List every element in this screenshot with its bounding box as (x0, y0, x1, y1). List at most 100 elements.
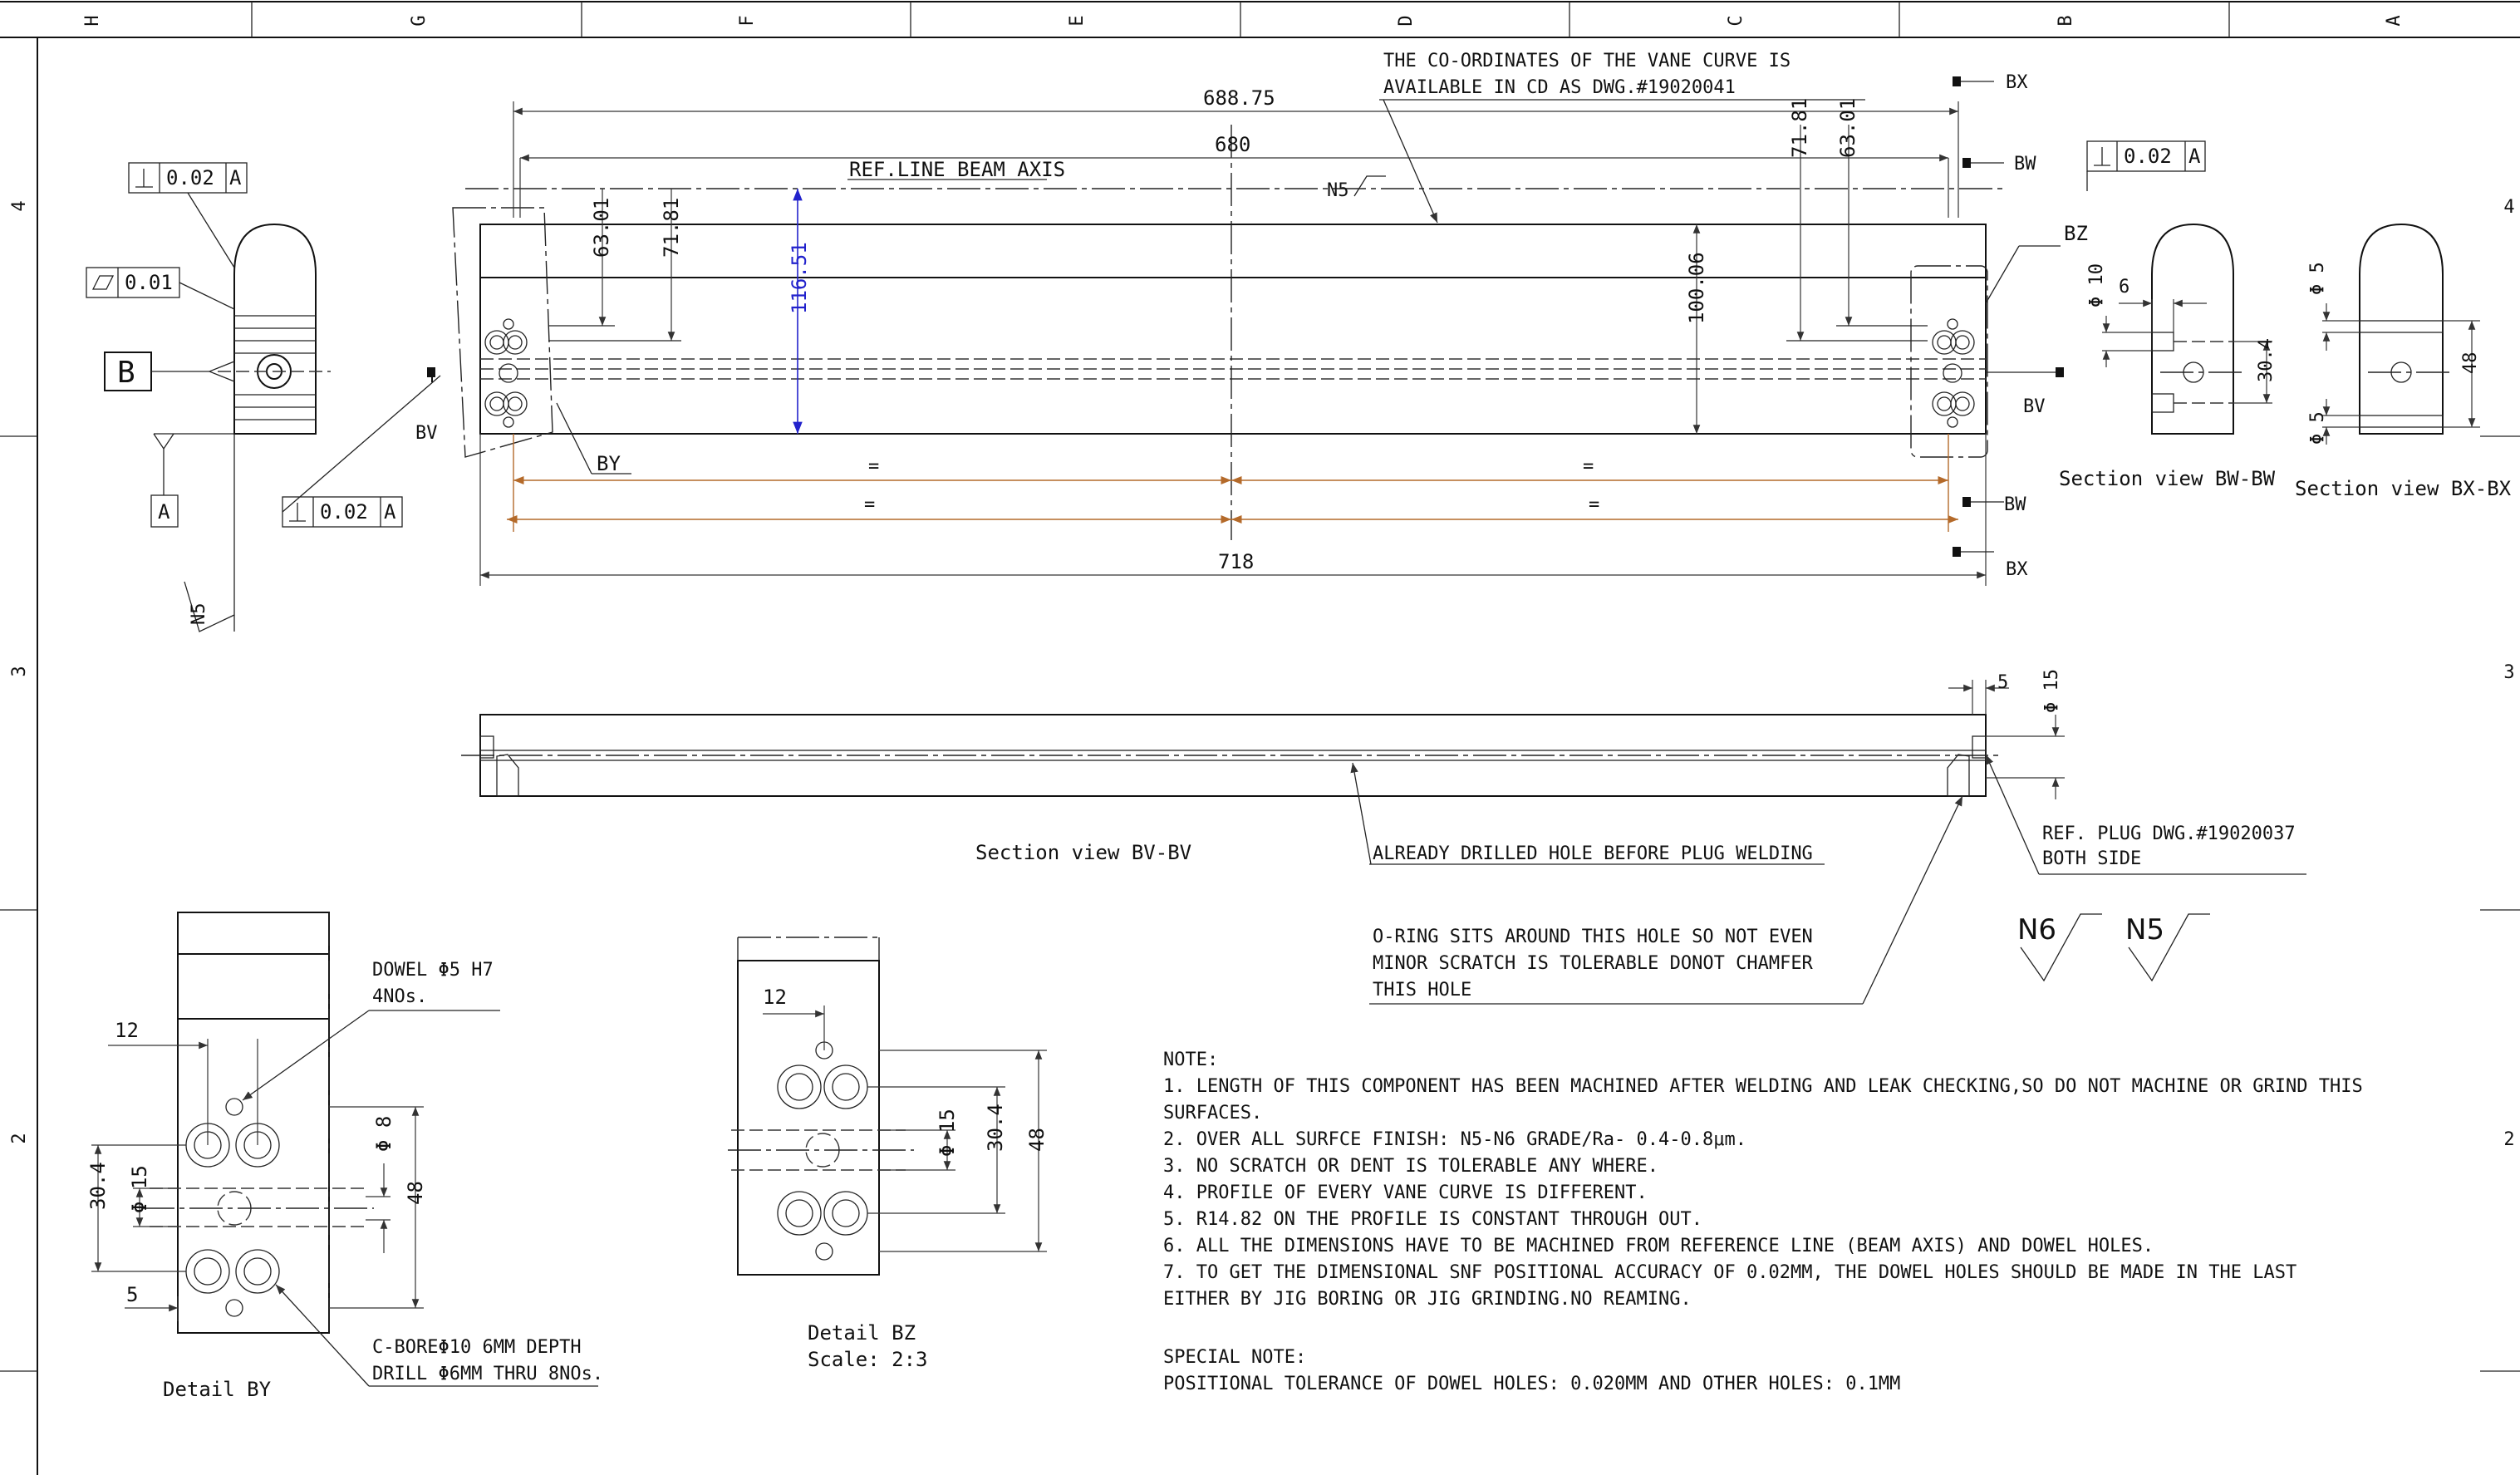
flatness-value: 0.01 (125, 271, 173, 294)
label-by: BY (597, 452, 621, 475)
main-finish-n5: N5 (1327, 180, 1349, 201)
column-label-g: G (409, 15, 430, 26)
row-label-4-right: 4 (2503, 197, 2514, 218)
column-label-f: F (737, 15, 758, 26)
datum-a-label: A (158, 500, 170, 524)
note-line-7: 6. ALL THE DIMENSIONS HAVE TO BE MACHINE… (1163, 1236, 2154, 1256)
column-label-h: H (82, 15, 103, 26)
by-cbore-note-2: DRILL Φ6MM THRU 8NOs. (372, 1364, 603, 1384)
eq-top-left: = (868, 456, 879, 477)
note-line-4: 3. NO SCRATCH OR DENT IS TOLERABLE ANY W… (1163, 1156, 1658, 1177)
perp-datum-left-bottom: A (384, 500, 396, 524)
marker-bv-left: BV (415, 423, 438, 444)
finish-symbol-n5: N5 (2125, 913, 2164, 946)
marker-bv-right: BV (2023, 396, 2046, 417)
note-line-5: 4. PROFILE OF EVERY VANE CURVE IS DIFFER… (1163, 1182, 1648, 1203)
bw-perp-value: 0.02 (2124, 145, 2172, 168)
row-label-2-left: 2 (9, 1133, 30, 1143)
notes-heading: NOTE: (1163, 1050, 1218, 1070)
bz-dim-30-4: 30.4 (984, 1104, 1007, 1152)
by-dim-5: 5 (126, 1283, 138, 1306)
note-line-6: 5. R14.82 ON THE PROFILE IS CONSTANT THR… (1163, 1209, 1702, 1230)
note-line-9: EITHER BY JIG BORING OR JIG GRINDING.NO … (1163, 1289, 1692, 1310)
dim-680: 680 (1215, 133, 1250, 156)
bv-note-plug-2: BOTH SIDE (2042, 848, 2141, 869)
by-dim-12: 12 (115, 1019, 139, 1042)
dim-718: 718 (1218, 550, 1254, 573)
row-label-4-left: 4 (9, 200, 30, 211)
bz-dim-48: 48 (1025, 1128, 1049, 1152)
bw-dim-6: 6 (2119, 277, 2129, 297)
bz-dim-phi15: Φ 15 (936, 1109, 959, 1157)
detail-bz-title: Detail BZ (808, 1321, 916, 1345)
bv-dim-5: 5 (1997, 672, 2008, 693)
by-dim-phi15: Φ 15 (128, 1165, 151, 1213)
datum-b-label: B (117, 356, 135, 390)
dim-116-51: 116.51 (788, 242, 811, 314)
marker-bx-bottom: BX (2006, 559, 2028, 580)
vane-note-line-2: AVAILABLE IN CD AS DWG.#19020041 (1383, 77, 1736, 98)
column-label-c: C (1726, 15, 1746, 26)
row-label-2-right: 2 (2503, 1129, 2514, 1150)
section-bv-title: Section view BV-BV (975, 841, 1191, 864)
main-front-view: 688.75 680 REF.LINE BEAM AXIS 63.01 71.8… (415, 51, 2088, 586)
note-line-3: 2. OVER ALL SURFCE FINISH: N5-N6 GRADE/R… (1163, 1129, 1746, 1150)
section-bw-view: Φ 10 6 30.4 0.02 A Section view BW-BW (2059, 140, 2277, 490)
row-label-3-left: 3 (9, 666, 30, 676)
dim-63-01-right: 63.01 (1836, 98, 1859, 158)
finish-symbol-n6: N6 (2017, 913, 2056, 946)
bz-dim-12: 12 (763, 986, 787, 1009)
oring-note-1: O-RING SITS AROUND THIS HOLE SO NOT EVEN (1373, 927, 1813, 947)
by-dim-48: 48 (404, 1181, 427, 1205)
by-cbore-note-1: C-BOREΦ10 6MM DEPTH (372, 1337, 582, 1358)
column-label-d: D (1396, 15, 1417, 26)
label-bz: BZ (2064, 222, 2088, 245)
detail-bz-scale: Scale: 2:3 (808, 1348, 928, 1371)
perp-datum-left-top: A (229, 166, 242, 189)
column-label-b: B (2056, 15, 2076, 26)
row-labels: 4 3 2 4 3 2 (9, 197, 2515, 1150)
eq-bottom-left: = (864, 494, 875, 515)
note-line-8: 7. TO GET THE DIMENSIONAL SNF POSITIONAL… (1163, 1262, 2296, 1283)
bx-dim-48: 48 (2460, 352, 2481, 375)
special-note-line: POSITIONAL TOLERANCE OF DOWEL HOLES: 0.0… (1163, 1374, 1900, 1394)
by-dowel-note-1: DOWEL Φ5 H7 (372, 960, 494, 981)
general-notes: NOTE: 1. LENGTH OF THIS COMPONENT HAS BE… (1163, 1050, 2363, 1394)
dim-71-81-left: 71.81 (660, 198, 683, 258)
bv-note-plug-1: REF. PLUG DWG.#19020037 (2042, 824, 2296, 844)
bv-note-drilled: ALREADY DRILLED HOLE BEFORE PLUG WELDING (1373, 843, 1813, 864)
vane-note-line-1: THE CO-ORDINATES OF THE VANE CURVE IS (1383, 51, 1791, 71)
bx-dim-phi5-bottom: Φ 5 (2307, 411, 2328, 445)
section-bw-title: Section view BW-BW (2059, 467, 2276, 490)
eq-top-right: = (1583, 456, 1594, 477)
left-view-finish-n5: N5 (189, 603, 209, 626)
by-dim-phi8: Φ 8 (372, 1116, 395, 1152)
row-label-3-right: 3 (2503, 662, 2514, 683)
dim-100-06: 100.06 (1685, 252, 1708, 324)
detail-bz-view: 12 Φ 15 30.4 48 Detail BZ Scale: 2:3 (728, 937, 1049, 1371)
section-bx-view: 48 Φ 5 Φ 5 Section view BX-BX (2295, 223, 2512, 500)
marker-bw-top: BW (2014, 154, 2036, 175)
special-note-heading: SPECIAL NOTE: (1163, 1347, 1306, 1368)
section-bv-view: 5 Φ 15 Section view BV-BV ALREADY DRILLE… (461, 669, 2306, 1005)
bw-dim-phi10: Φ 10 (2086, 263, 2107, 307)
column-labels: H G F E D C B A (82, 15, 2405, 26)
marker-bx-top: BX (2006, 72, 2028, 93)
dim-71-81-right: 71.81 (1788, 98, 1811, 158)
bv-dim-phi15: Φ 15 (2041, 669, 2062, 713)
perp-value-left-top: 0.02 (166, 166, 214, 189)
dim-63-01-left: 63.01 (590, 198, 613, 258)
section-markers: BV BV BX BX BW BW (415, 72, 2064, 580)
finish-symbols: N6 N5 (2017, 913, 2210, 982)
by-dim-30-4: 30.4 (86, 1162, 110, 1210)
bw-perp-datum: A (2188, 145, 2201, 168)
eq-bottom-right: = (1589, 494, 1599, 515)
perp-value-left-bottom: 0.02 (320, 500, 368, 524)
dim-688-75: 688.75 (1203, 86, 1275, 110)
bx-dim-phi5-top: Φ 5 (2307, 262, 2328, 295)
right-hole-cluster (1932, 318, 1975, 428)
detail-by-view: 12 30.4 Φ 15 Φ 8 48 5 DOWEL Φ5 H7 4NOs. … (86, 912, 603, 1401)
note-line-1: 1. LENGTH OF THIS COMPONENT HAS BEEN MAC… (1163, 1076, 2363, 1097)
